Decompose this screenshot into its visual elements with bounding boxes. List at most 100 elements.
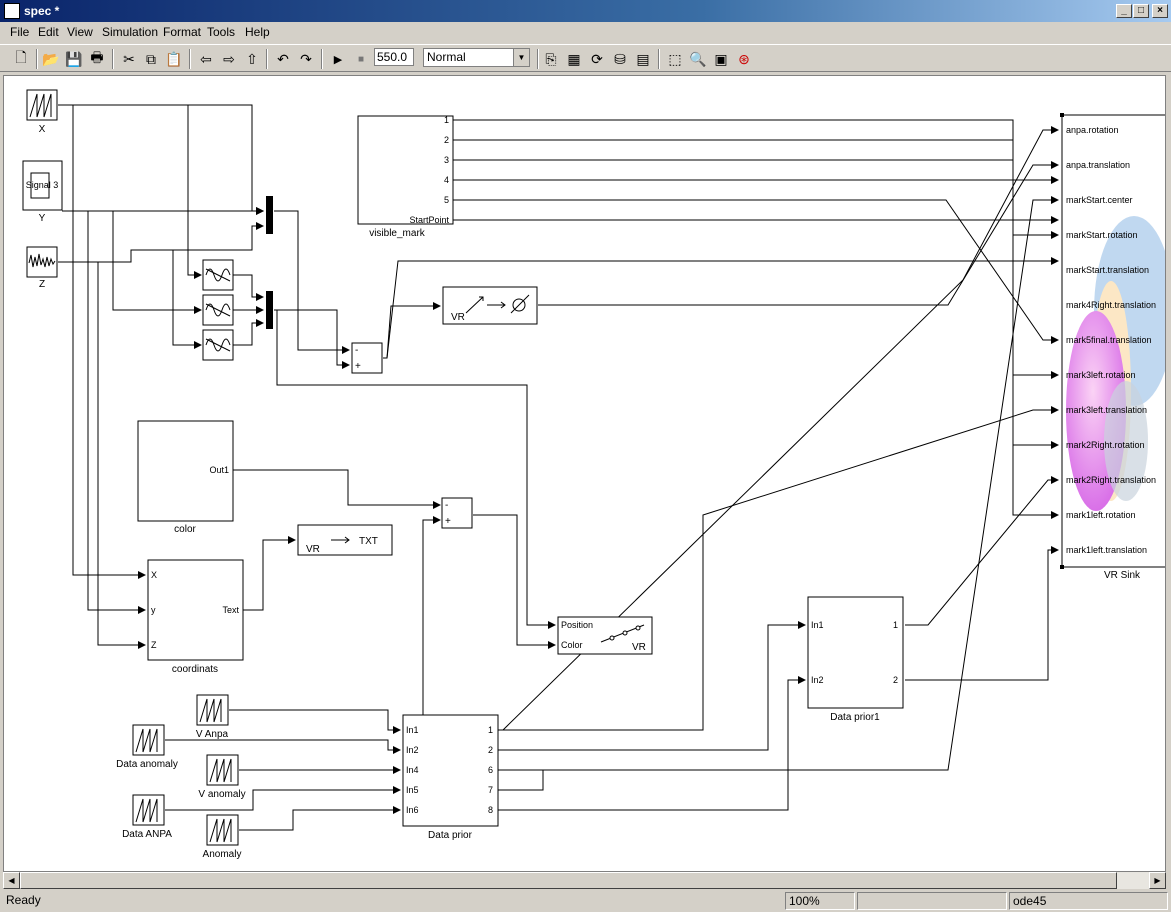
vr-vector-label: VR [451,312,465,323]
paste-icon[interactable]: 📋 [165,50,183,67]
vr-position-port: Position [561,620,593,630]
cut-icon[interactable]: ✂ [123,50,135,67]
source-y-label: Y [39,213,46,224]
debugger-icon[interactable]: ▣ [714,50,728,67]
data-prior1-block[interactable]: In1 In2 1 2 Data prior1 [807,596,904,723]
menu-tools[interactable]: Tools [207,25,236,39]
undo-icon[interactable]: ↶ [277,50,289,67]
coordinats-label: coordinats [172,664,218,675]
source-v-anpa[interactable]: V Anpa [196,694,229,740]
data-prior-block[interactable]: In1 In2 In4 In5 In6 1 2 6 7 8 Data prior [402,714,499,841]
signal-lines [58,104,1059,831]
visible-mark-port: StartPoint [409,215,449,225]
sum-sign: + [445,516,451,527]
visible-mark-port: 3 [444,155,449,165]
chevron-down-icon[interactable]: ▼ [513,49,529,66]
scroll-right-icon[interactable]: ▶ [1149,872,1166,889]
source-anomaly[interactable]: Anomaly [203,814,242,860]
scrollbar-thumb[interactable] [20,872,1117,889]
source-v-anomaly-label: V anomaly [198,789,245,800]
back-icon[interactable]: ⇦ [200,50,212,67]
menu-simulation[interactable]: Simulation [102,25,159,39]
source-v-anomaly[interactable]: V anomaly [198,754,246,800]
vr-sink-port: mark3left.rotation [1066,370,1136,380]
sine-block-2[interactable] [202,294,234,326]
source-z[interactable]: Z [26,246,58,290]
sum-sign: - [445,500,448,511]
open-icon[interactable]: 📂 [42,50,60,67]
vr-text-block[interactable]: VR TXT [297,524,393,556]
color-block[interactable]: Out1 color [137,420,234,535]
vr-sink-preview [1066,216,1165,511]
data-prior-in-port: In4 [406,765,419,775]
close-icon[interactable]: × [1152,4,1168,18]
source-anomaly-label: Anomaly [203,849,242,860]
menu-file[interactable]: File [10,25,30,39]
sum-block-2[interactable]: - + [441,497,473,529]
status-text: Ready [6,893,41,907]
vr-position-block[interactable]: Position Color VR [557,616,653,655]
source-x[interactable]: X [26,89,58,135]
visible-mark-port: 2 [444,135,449,145]
menu-format[interactable]: Format [163,25,202,39]
mux-block-2[interactable] [266,291,273,329]
sum-block-1[interactable]: - + [351,342,383,374]
coordinats-block[interactable]: X y Z Text coordinats [147,559,244,675]
window-title: spec * [24,4,60,18]
forward-icon[interactable]: ⇨ [223,50,235,67]
library-icon[interactable]: ⛁ [614,50,626,67]
data-prior-in-port: In1 [406,725,419,735]
menu-help[interactable]: Help [245,25,270,39]
source-data-anpa-label: Data ANPA [122,829,172,840]
build-icon[interactable]: ⎘ [545,50,557,67]
status-bar: Ready 100% ode45 [0,890,1171,912]
zoom-level: 100% [785,892,855,910]
sine-block-3[interactable] [202,329,234,361]
print-icon[interactable]: 🖶 [90,49,104,65]
source-y[interactable]: Signal 3 Y [22,160,63,224]
simulink-icon[interactable] [4,3,20,19]
menu-view[interactable]: View [67,25,93,39]
data-prior-out-port: 8 [488,805,493,815]
new-icon[interactable]: 🗋 [15,49,27,65]
library-browser-icon[interactable]: ⬚ [668,50,682,67]
source-v-anpa-label: V Anpa [196,729,229,740]
data-prior-in-port: In6 [406,805,419,815]
maximize-icon[interactable]: □ [1133,4,1149,18]
start-simulation-icon[interactable]: ▶ [333,53,343,66]
save-icon[interactable]: 💾 [65,50,83,67]
source-data-anpa[interactable]: Data ANPA [122,794,172,840]
minimize-icon[interactable]: _ [1116,4,1132,18]
toolbar-separator [321,49,323,69]
visible-mark-block[interactable]: 1 2 3 4 5 StartPoint visible_mark [357,115,454,239]
explorer-icon[interactable]: ▤ [636,50,650,67]
scroll-left-icon[interactable]: ◀ [3,872,20,889]
update-diagram-icon[interactable]: ▦ [567,50,581,67]
model-explorer-icon[interactable]: 🔍 [689,50,707,67]
copy-icon[interactable]: ⧉ [146,50,156,67]
vr-sink-block[interactable]: anpa.rotation anpa.translation markStart… [1060,113,1166,581]
toolbar-separator [36,49,38,69]
stop-simulation-icon[interactable]: ■ [357,53,365,65]
vr-sink-port: mark3left.translation [1066,405,1147,415]
up-icon[interactable]: ⇧ [246,50,258,67]
redo-icon[interactable]: ↷ [300,50,312,67]
vr-sink-label: VR Sink [1104,570,1141,581]
simulation-mode-select[interactable]: Normal ▼ [423,48,530,67]
vr-sink-port: mark2Right.rotation [1066,440,1145,450]
menu-edit[interactable]: Edit [38,25,59,39]
horizontal-scrollbar[interactable]: ◀ ▶ [3,872,1166,889]
data-prior-in-port: In5 [406,785,419,795]
navigator-icon[interactable]: ⊛ [738,50,750,67]
sine-block-1[interactable] [202,259,234,291]
source-data-anomaly-label: Data anomaly [116,759,178,770]
model-canvas[interactable]: X Signal 3 Y Z V Anpa Data anomaly V ano… [3,75,1166,872]
visible-mark-port: 5 [444,195,449,205]
source-data-anomaly[interactable]: Data anomaly [116,724,178,770]
vr-vector-block[interactable]: VR [442,286,538,325]
data-prior-in-port: In2 [406,745,419,755]
refresh-icon[interactable]: ⟳ [591,50,603,67]
stop-time-input[interactable]: 550.0 [374,48,414,66]
coordinats-in-port: X [151,570,157,580]
mux-block-1[interactable] [266,196,273,234]
